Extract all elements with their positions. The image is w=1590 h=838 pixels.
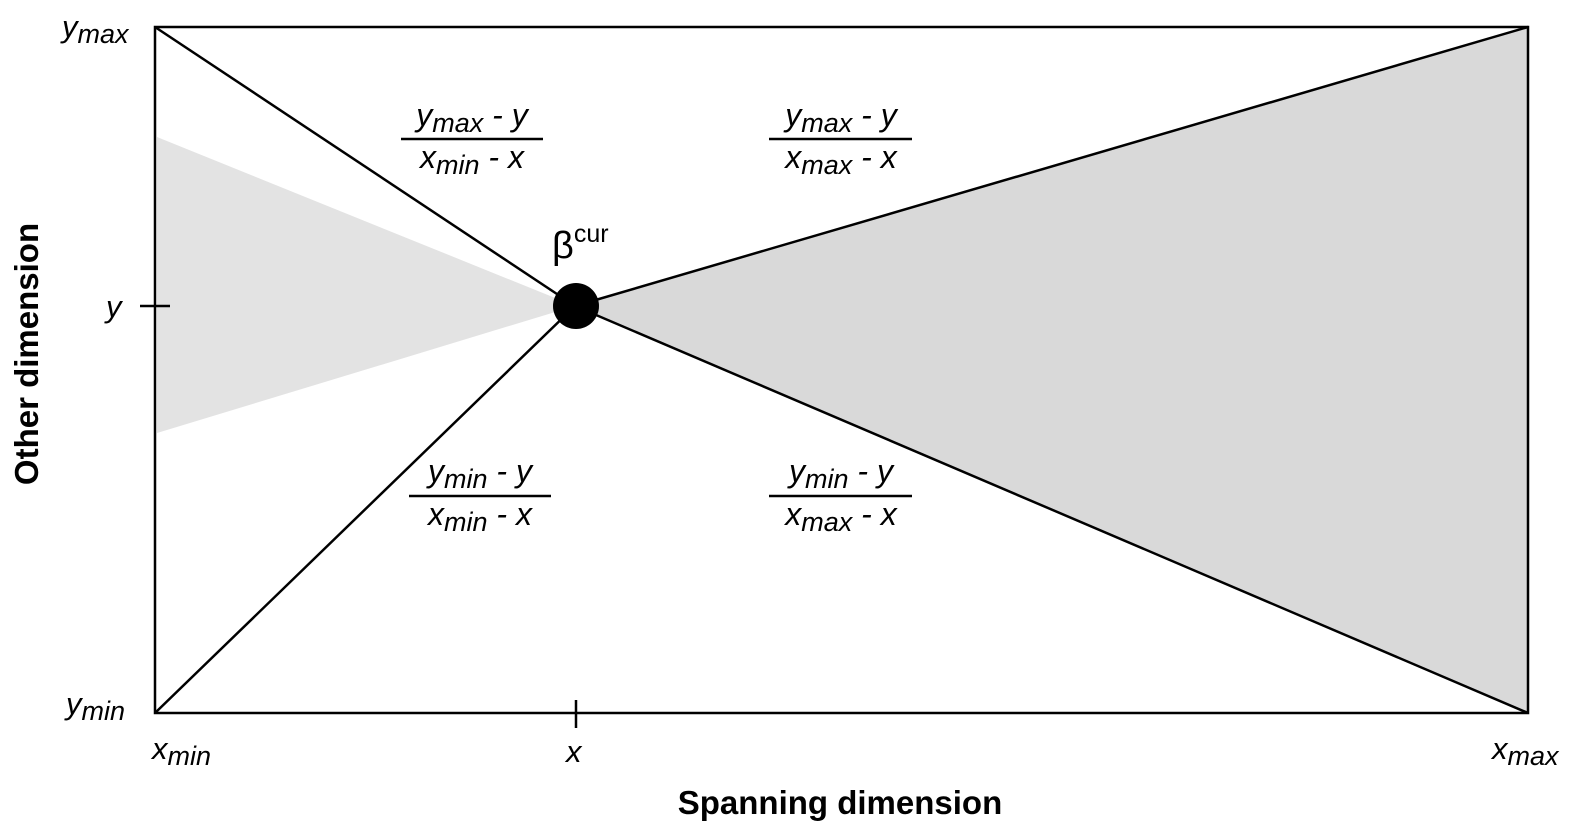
line-to-xmin-ymax <box>154 25 576 308</box>
x-tick-label-mid: x <box>564 734 583 769</box>
y-axis-title: Other dimension <box>8 223 45 485</box>
beta-cur-label: βcur <box>552 220 609 267</box>
line-to-xmax-ymin <box>574 304 1529 715</box>
fraction-upper-right-denominator: xmax - x <box>783 139 897 180</box>
x-tick-label-min: xmin <box>150 731 211 771</box>
y-tick-label-mid: y <box>104 289 124 324</box>
fraction-lower-right-denominator: xmax - x <box>783 496 897 537</box>
x-tick-label-max: xmax <box>1490 731 1560 771</box>
fraction-lower-left-numerator: ymin - y <box>426 453 534 494</box>
fraction-upper-left-denominator: xmin - x <box>418 139 525 180</box>
beta-cur-point <box>553 283 599 329</box>
fraction-lower-left: ymin - y xmin - x <box>409 453 551 537</box>
fraction-lower-right: ymin - y xmax - x <box>769 453 912 537</box>
y-tick-label-max: ymax <box>60 9 130 49</box>
plot-frame <box>153 25 1530 715</box>
line-to-xmin-ymin <box>154 305 576 714</box>
fraction-upper-left: ymax - y xmin - x <box>401 97 543 180</box>
fraction-upper-right: ymax - y xmax - x <box>769 97 912 180</box>
shaded-wedge-right <box>575 27 1528 712</box>
fraction-upper-left-numerator: ymax - y <box>414 97 529 138</box>
fraction-lower-left-denominator: xmin - x <box>426 496 533 537</box>
line-to-xmax-ymax <box>574 25 1529 308</box>
fraction-upper-right-numerator: ymax - y <box>783 97 898 138</box>
y-tick-label-min: ymin <box>64 686 125 726</box>
fraction-lower-right-numerator: ymin - y <box>787 453 895 494</box>
x-axis-title: Spanning dimension <box>678 784 1003 821</box>
shaded-wedge-left <box>157 137 575 433</box>
